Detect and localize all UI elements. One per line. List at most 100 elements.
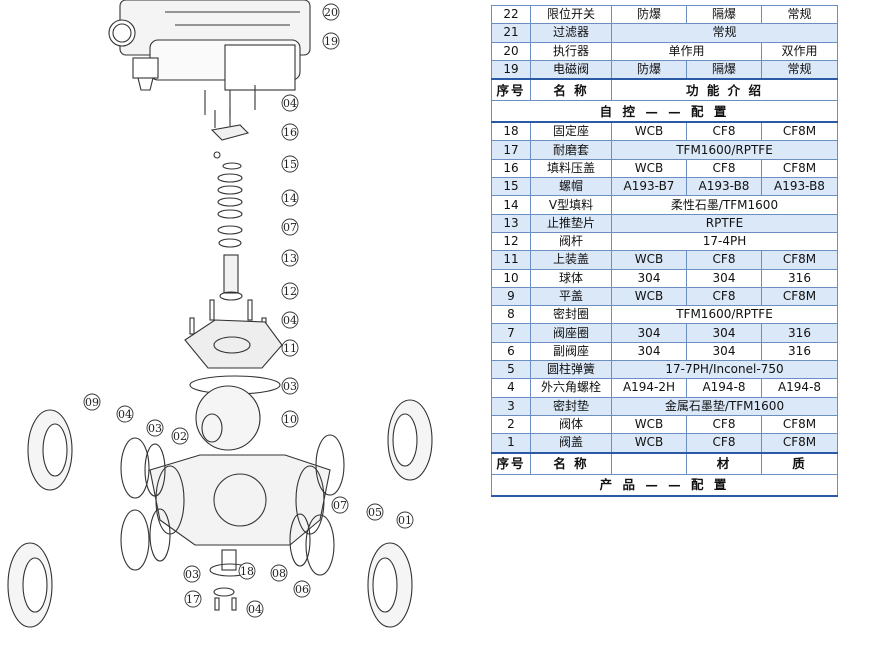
cell-option: 常规 (761, 4, 838, 25)
cell-name: 圆柱弹簧 (530, 360, 612, 380)
callout-13: 09 (83, 393, 101, 411)
callout-label: 01 (398, 514, 412, 527)
cell-option: 单作用 (611, 41, 762, 61)
cell-option: A194-8 (686, 378, 762, 398)
callout-11: 03 (281, 377, 299, 395)
cell-option: 316 (761, 341, 838, 362)
cell-option: CF8M (761, 250, 838, 270)
callout-6: 07 (281, 218, 299, 236)
cell-name: 球体 (530, 268, 612, 288)
callout-18: 05 (366, 503, 384, 521)
section-title: 自 控 — — 配 置 (491, 100, 838, 124)
callout-label: 12 (283, 285, 297, 298)
product-section-row: 产 品 — — 配 置 (491, 473, 838, 497)
callout-14: 04 (116, 405, 134, 423)
callout-label: 19 (324, 35, 338, 48)
callout-24: 17 (184, 590, 202, 608)
cell-material: 17-7PH/Inconel-750 (611, 360, 838, 380)
cell-option: 304 (611, 323, 687, 343)
cell-material: 17-4PH (611, 231, 838, 252)
product-header-row: 序号名 称材质 (491, 451, 838, 475)
cell-no: 10 (491, 268, 531, 288)
cell-option: CF8 (686, 286, 762, 307)
callout-label: 09 (85, 396, 99, 409)
callout-16: 02 (171, 427, 189, 445)
callout-label: 03 (148, 422, 162, 435)
cell-option: CF8M (761, 414, 838, 435)
actuator-assembly (108, 0, 311, 115)
callout-label: 07 (283, 221, 297, 234)
actuator-header-row: 序号名 称功 能 介 绍 (491, 78, 838, 102)
callout-label: 08 (272, 567, 286, 580)
right-flanges (289, 399, 433, 628)
actuator-section-row: 自 控 — — 配 置 (491, 100, 838, 124)
cell-option: 隔爆 (686, 4, 762, 25)
header-name: 名 称 (530, 451, 612, 475)
cell-option: CF8 (686, 250, 762, 270)
cell-option: WCB (611, 433, 687, 454)
cell-option: 防爆 (611, 4, 687, 25)
callout-label: 17 (186, 593, 200, 606)
cell-option: WCB (611, 121, 687, 142)
cell-no: 8 (491, 305, 531, 325)
cell-option: 304 (611, 341, 687, 362)
callout-19: 01 (396, 511, 414, 529)
cell-option: WCB (611, 414, 687, 435)
cell-material: 金属石墨垫/TFM1600 (611, 396, 838, 416)
callout-label: 03 (185, 568, 199, 581)
cell-no: 5 (491, 360, 531, 380)
callout-10: 11 (281, 339, 299, 357)
cell-option: CF8 (686, 121, 762, 142)
cell-name: 阀杆 (530, 231, 612, 252)
cell-name: 密封圈 (530, 305, 612, 325)
cell-name: 外六角螺栓 (530, 378, 612, 398)
bottom-trunnion (209, 549, 251, 611)
cell-option: A194-2H (611, 378, 687, 398)
callout-7: 13 (281, 249, 299, 267)
cell-option: A194-8 (761, 378, 838, 398)
callout-5: 14 (281, 189, 299, 207)
cell-option: A193-B8 (761, 177, 838, 197)
callout-15: 03 (146, 419, 164, 437)
cell-no: 14 (491, 195, 531, 215)
cell-name: 副阀座 (530, 341, 612, 362)
cell-option: CF8 (686, 414, 762, 435)
cell-option: CF8 (686, 158, 762, 179)
cell-no: 19 (491, 59, 531, 80)
cell-option: 常规 (761, 59, 838, 80)
cell-material: RPTFE (611, 213, 838, 233)
cell-no: 17 (491, 140, 531, 160)
callout-3: 16 (281, 123, 299, 141)
callout-1: 19 (322, 32, 340, 50)
callout-8: 12 (281, 282, 299, 300)
callout-label: 04 (283, 314, 297, 327)
cell-name: 阀体 (530, 414, 612, 435)
valve-body (149, 454, 331, 546)
callout-label: 05 (368, 506, 382, 519)
cell-name: 密封垫 (530, 396, 612, 416)
callout-label: 10 (283, 413, 297, 426)
cell-no: 4 (491, 378, 531, 398)
callout-label: 16 (283, 126, 297, 139)
cell-name: V型填料 (530, 195, 612, 215)
header-name: 名 称 (530, 78, 612, 102)
callout-label: 06 (295, 583, 309, 596)
callout-label: 13 (283, 252, 297, 265)
callout-label: 04 (248, 603, 262, 616)
cell-option: WCB (611, 286, 687, 307)
cell-no: 1 (491, 433, 531, 454)
callout-12: 10 (281, 410, 299, 428)
cell-name: 填料压盖 (530, 158, 612, 179)
cell-material: 柔性石墨/TFM1600 (611, 195, 838, 215)
cell-no: 15 (491, 177, 531, 197)
